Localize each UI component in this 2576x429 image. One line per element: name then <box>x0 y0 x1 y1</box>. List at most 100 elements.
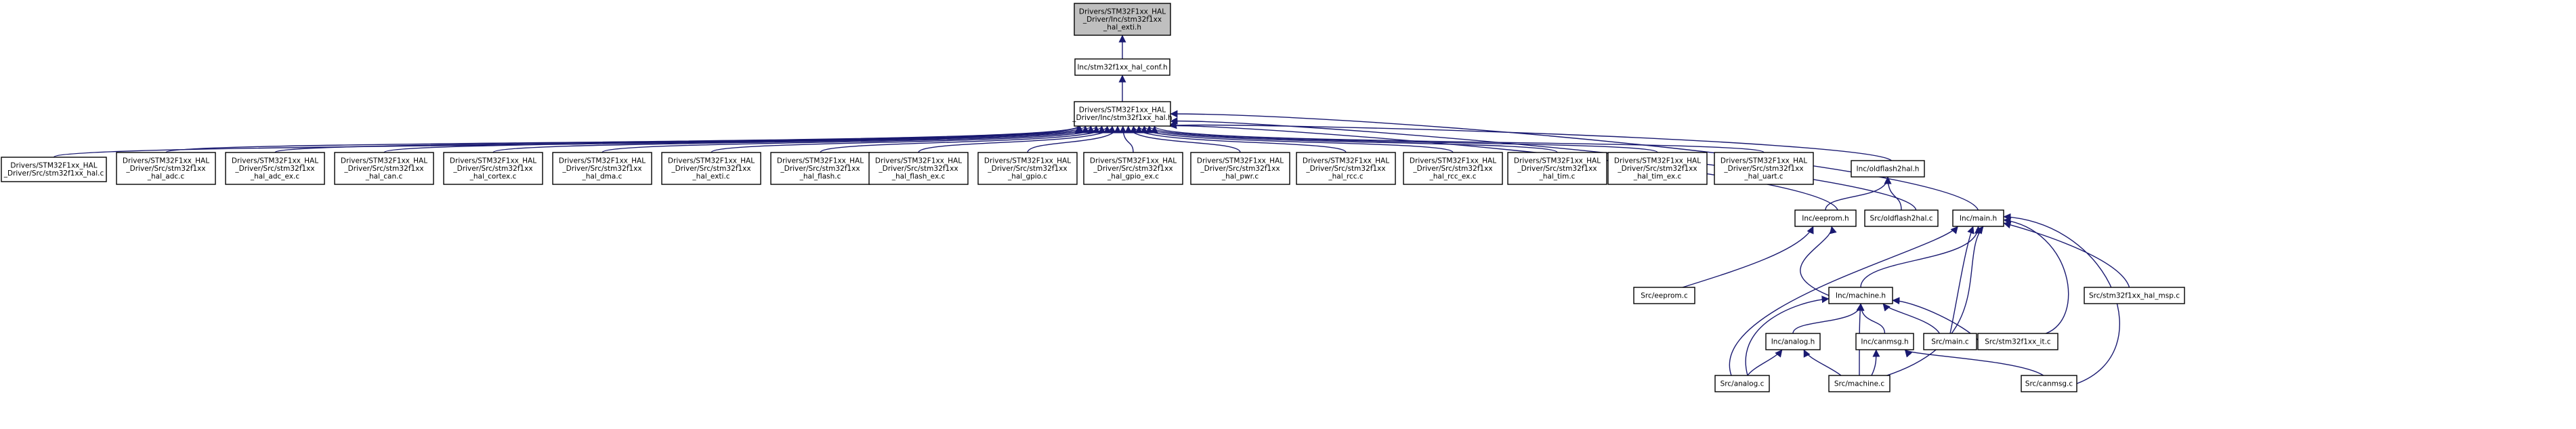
node-label-line: _Driver/Inc/stm32f1xx_hal.h <box>1072 114 1172 122</box>
node-label-line: _Driver/Inc/stm32f1xx <box>1082 16 1162 24</box>
node-hal-rcc-ex-c[interactable]: Drivers/STM32F1xx_HAL_Driver/Src/stm32f1… <box>1403 152 1503 185</box>
node-hal-pwr-c[interactable]: Drivers/STM32F1xx_HAL_Driver/Src/stm32f1… <box>1190 152 1290 185</box>
include-edge <box>1168 121 1892 161</box>
node-label-line: _Driver/Src/stm32f1xx <box>343 165 423 173</box>
node-it-c[interactable]: Src/stm32f1xx_it.c <box>1977 333 2058 350</box>
include-edge <box>1151 125 1765 153</box>
include-edge <box>1170 110 1979 211</box>
include-edge <box>1800 226 1837 296</box>
node-hal-conf-h[interactable]: Inc/stm32f1xx_hal_conf.h <box>1074 58 1170 76</box>
include-edge <box>274 125 1084 153</box>
node-hal-msp-c[interactable]: Src/stm32f1xx_hal_msp.c <box>2084 287 2185 304</box>
node-label-line: _Driver/Src/stm32f1xx <box>671 165 751 173</box>
node-box <box>1074 101 1171 127</box>
node-label-line: _hal_dma.c <box>582 172 622 180</box>
node-label-line: _hal_rcc.c <box>1328 172 1363 180</box>
node-label-line: Inc/canmsg.h <box>1861 338 1908 346</box>
include-edge <box>1886 226 1984 376</box>
include-edge <box>1856 303 1864 376</box>
node-label-line: _hal_can.c <box>365 172 403 180</box>
include-edge <box>1860 226 1982 288</box>
node-label-line: Drivers/STM32F1xx_HAL <box>1079 7 1166 16</box>
node-box <box>1855 333 1914 350</box>
edge-analog_c-to-machine_h <box>1745 295 1830 376</box>
node-box <box>334 152 434 185</box>
node-box <box>225 152 325 185</box>
node-label-line: _hal_flash_ex.c <box>891 172 946 180</box>
node-label-line: _hal_exti.c <box>692 172 730 180</box>
node-label-line: _Driver/Src/stm32f1xx <box>125 165 205 173</box>
include-edge <box>711 125 1105 153</box>
edge-machine_h-to-main_h <box>1860 226 1982 288</box>
node-main-h[interactable]: Inc/main.h <box>1952 209 2004 227</box>
node-hal-dma-c[interactable]: Drivers/STM32F1xx_HAL_Driver/Src/stm32f1… <box>552 152 652 185</box>
node-hal-can-c[interactable]: Drivers/STM32F1xx_HAL_Driver/Src/stm32f1… <box>334 152 434 185</box>
node-box <box>1083 152 1183 185</box>
node-label-line: Inc/oldflash2hal.h <box>1857 165 1920 173</box>
node-label-line: _hal_uart.c <box>1744 172 1783 180</box>
edge-oldflash2hal_c-to-hal_h <box>1170 117 1917 211</box>
edge-hal_flash_ex_c-to-hal_h <box>918 125 1116 153</box>
node-hal-tim-c[interactable]: Drivers/STM32F1xx_HAL_Driver/Src/stm32f1… <box>1507 152 1607 185</box>
node-oldflash2hal-h[interactable]: Inc/oldflash2hal.h <box>1851 160 1925 178</box>
edge-analog_c-to-analog_h <box>1747 349 1783 376</box>
node-label-line: Drivers/STM32F1xx_HAL <box>341 157 427 165</box>
node-machine-h[interactable]: Inc/machine.h <box>1828 287 1893 304</box>
node-machine-c[interactable]: Src/machine.c <box>1828 375 1891 392</box>
node-hal-flash-c[interactable]: Drivers/STM32F1xx_HAL_Driver/Src/stm32f1… <box>770 152 870 185</box>
edges-layer <box>53 35 2130 384</box>
edge-eeprom_h-to-oldflash2hal_h <box>1825 176 1892 211</box>
node-label-line: _hal_exti.h <box>1103 23 1141 31</box>
node-hal-cortex-c[interactable]: Drivers/STM32F1xx_HAL_Driver/Src/stm32f1… <box>443 152 543 185</box>
edge-hal_adc_ex_c-to-hal_h <box>274 125 1084 153</box>
edge-hal_uart_c-to-hal_h <box>1151 125 1765 153</box>
node-hal-adc-c[interactable]: Drivers/STM32F1xx_HAL_Driver/Src/stm32f1… <box>116 152 216 185</box>
edge-eeprom_c-to-eeprom_h <box>1682 226 1814 288</box>
node-box <box>1765 333 1821 350</box>
node-box <box>443 152 543 185</box>
include-edge <box>2003 221 2130 288</box>
node-analog-c[interactable]: Src/analog.c <box>1714 375 1770 392</box>
edge-main_c-to-main_h <box>1949 226 1975 334</box>
node-hal-c[interactable]: Drivers/STM32F1xx_HAL_Driver/Src/stm32f1… <box>1 157 107 182</box>
edge-oldflash2hal_c-to-oldflash2hal_h <box>1884 176 1902 211</box>
node-label-line: Src/eeprom.c <box>1641 291 1688 300</box>
node-eeprom-c[interactable]: Src/eeprom.c <box>1633 287 1695 304</box>
node-main-c[interactable]: Src/main.c <box>1923 333 1977 350</box>
node-hal-h[interactable]: Drivers/STM32F1xx_HAL_Driver/Inc/stm32f1… <box>1072 101 1173 127</box>
edge-hal_tim_ex_c-to-hal_h <box>1145 125 1658 153</box>
node-label-line: Drivers/STM32F1xx_HAL <box>1720 157 1807 165</box>
node-eeprom-h[interactable]: Inc/eeprom.h <box>1794 209 1857 227</box>
node-label-line: Drivers/STM32F1xx_HAL <box>777 157 864 165</box>
include-edge <box>165 125 1082 153</box>
node-hal-gpio-ex-c[interactable]: Drivers/STM32F1xx_HAL_Driver/Src/stm32f1… <box>1083 152 1183 185</box>
node-hal-adc-ex-c[interactable]: Drivers/STM32F1xx_HAL_Driver/Src/stm32f1… <box>225 152 325 185</box>
node-box <box>2084 287 2185 304</box>
node-hal-uart-c[interactable]: Drivers/STM32F1xx_HAL_Driver/Src/stm32f1… <box>1714 152 1814 185</box>
node-analog-h[interactable]: Inc/analog.h <box>1765 333 1821 350</box>
node-label-line: Drivers/STM32F1xx_HAL <box>984 157 1071 165</box>
node-box <box>1507 152 1607 185</box>
edge-hal_dma_c-to-hal_h <box>601 125 1100 153</box>
node-oldflash2hal-c[interactable]: Src/oldflash2hal.c <box>1864 209 1939 227</box>
node-box <box>1607 152 1708 185</box>
node-canmsg-h[interactable]: Inc/canmsg.h <box>1855 333 1914 350</box>
include-edge <box>1140 125 1558 153</box>
node-label-line: Src/oldflash2hal.c <box>1870 214 1933 222</box>
node-hal-tim-ex-c[interactable]: Drivers/STM32F1xx_HAL_Driver/Src/stm32f1… <box>1607 152 1708 185</box>
node-label-line: _hal_adc_ex.c <box>250 172 299 180</box>
node-hal-exti-h: Drivers/STM32F1xx_HAL_Driver/Inc/stm32f1… <box>1074 3 1171 36</box>
include-edge <box>1904 349 2044 376</box>
include-edge <box>1747 349 1783 376</box>
node-hal-gpio-c[interactable]: Drivers/STM32F1xx_HAL_Driver/Src/stm32f1… <box>977 152 1078 185</box>
node-label-line: Drivers/STM32F1xx_HAL <box>1303 157 1389 165</box>
node-box <box>1828 375 1891 392</box>
node-canmsg-c[interactable]: Src/canmsg.c <box>2021 375 2077 392</box>
node-hal-rcc-c[interactable]: Drivers/STM32F1xx_HAL_Driver/Src/stm32f1… <box>1296 152 1396 185</box>
edge-oldflash2hal_h-to-hal_h <box>1168 121 1892 161</box>
node-hal-flash-ex-c[interactable]: Drivers/STM32F1xx_HAL_Driver/Src/stm32f1… <box>868 152 969 185</box>
node-label-line: _hal_cortex.c <box>469 172 517 180</box>
node-hal-exti-c[interactable]: Drivers/STM32F1xx_HAL_Driver/Src/stm32f1… <box>661 152 761 185</box>
edge-hal_exti_c-to-hal_h <box>711 125 1105 153</box>
include-edge <box>1825 176 1892 211</box>
